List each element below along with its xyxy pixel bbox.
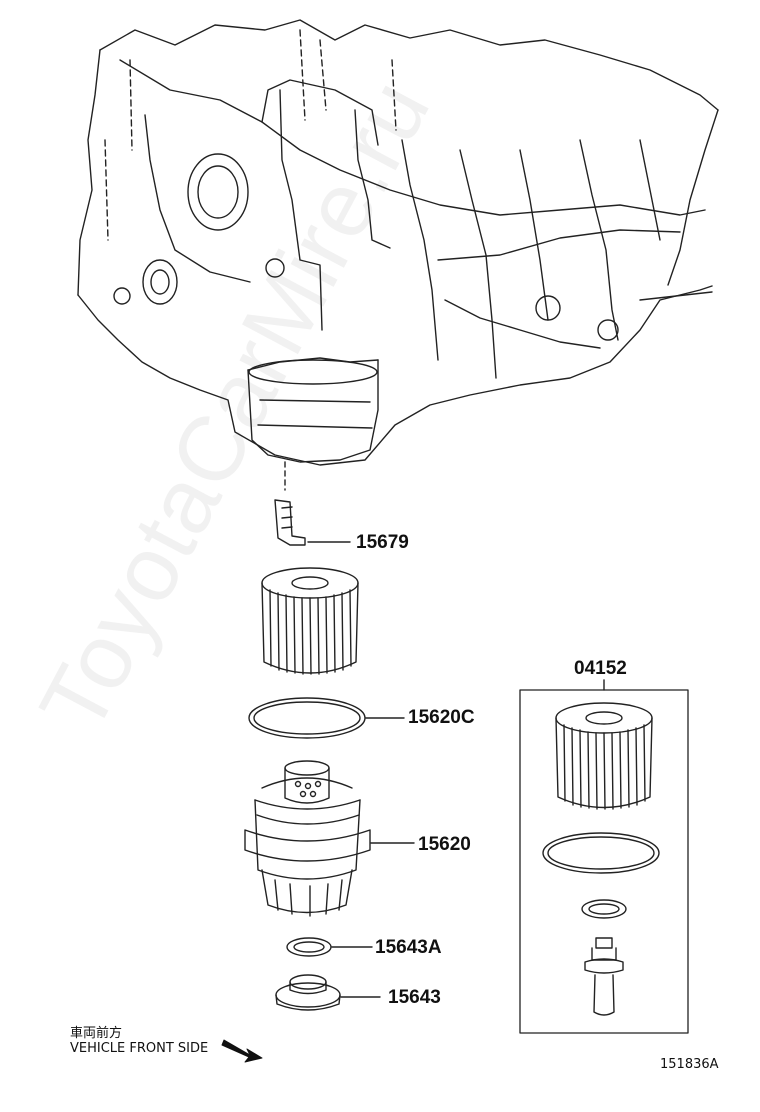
part-15679-drawing [274,499,351,546]
callout-15620: 15620 [418,834,471,855]
engine-block [77,19,719,491]
direction-label-en: VEHICLE FRONT SIDE [70,1041,209,1056]
kit-04152-box [519,679,689,1034]
figure-id: 151836A [660,1057,719,1072]
callout-15679: 15679 [356,532,409,553]
plug-15643-drawing [275,974,381,1011]
vehicle-front-arrow-icon [221,1039,263,1063]
callout-04152: 04152 [574,658,627,679]
filter-cap-15620-drawing [244,760,415,917]
callout-15620c: 15620C [408,707,475,728]
callout-15643a: 15643A [375,937,442,958]
filter-element-left-drawing [261,567,359,675]
direction-label-jp: 車両前方 [70,1026,123,1041]
callout-15643: 15643 [388,987,441,1008]
o-ring-15620c-drawing [248,697,405,739]
washer-15643a-drawing [286,937,373,957]
